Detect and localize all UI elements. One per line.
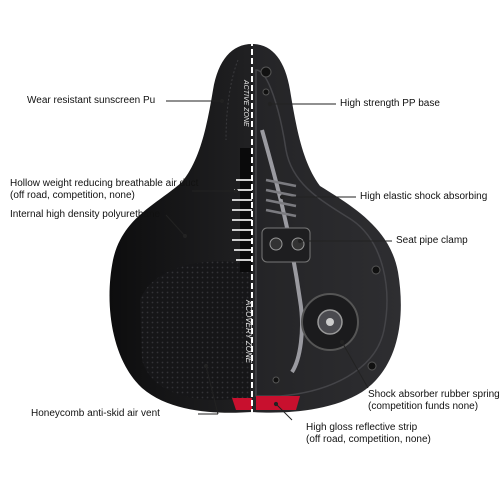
label-reflective-line1: High gloss reflective strip — [306, 422, 418, 433]
label-rubber-spring-line2: (competition funds none) — [368, 401, 479, 412]
label-air-duct-line1: Hollow weight reducing breathable air du… — [10, 178, 199, 189]
label-polyurethane: Internal high density polyurethane — [10, 209, 161, 220]
shock-spring — [265, 178, 297, 218]
nose-logo: ACTIVE ZONE — [242, 79, 249, 127]
label-seat-clamp: Seat pipe clamp — [396, 235, 468, 246]
label-pp-base: High strength PP base — [340, 98, 440, 109]
label-air-duct-line2: (off road, competition, none) — [10, 190, 135, 201]
rear-logo: ACOVERY ZONE — [244, 299, 253, 364]
label-reflective-line2: (off road, competition, none) — [306, 434, 431, 445]
label-sunscreen-pu: Wear resistant sunscreen Pu — [27, 95, 156, 106]
saddle-base-half — [252, 44, 401, 413]
label-air-duct: Hollow weight reducing breathable air du… — [10, 178, 198, 202]
label-shock-absorbing: High elastic shock absorbing — [360, 191, 488, 202]
saddle-cover-half — [109, 44, 252, 413]
leader-lines — [165, 98, 392, 421]
reflective-strip — [232, 398, 252, 410]
label-reflective-strip: High gloss reflective strip (off road, c… — [306, 422, 431, 446]
label-rubber-spring-line1: Shock absorber rubber spring — [368, 389, 500, 400]
label-rubber-spring: Shock absorber rubber spring (competitio… — [368, 389, 500, 413]
air-duct-slots — [232, 148, 252, 272]
label-honeycomb: Honeycomb anti-skid air vent — [31, 408, 160, 419]
